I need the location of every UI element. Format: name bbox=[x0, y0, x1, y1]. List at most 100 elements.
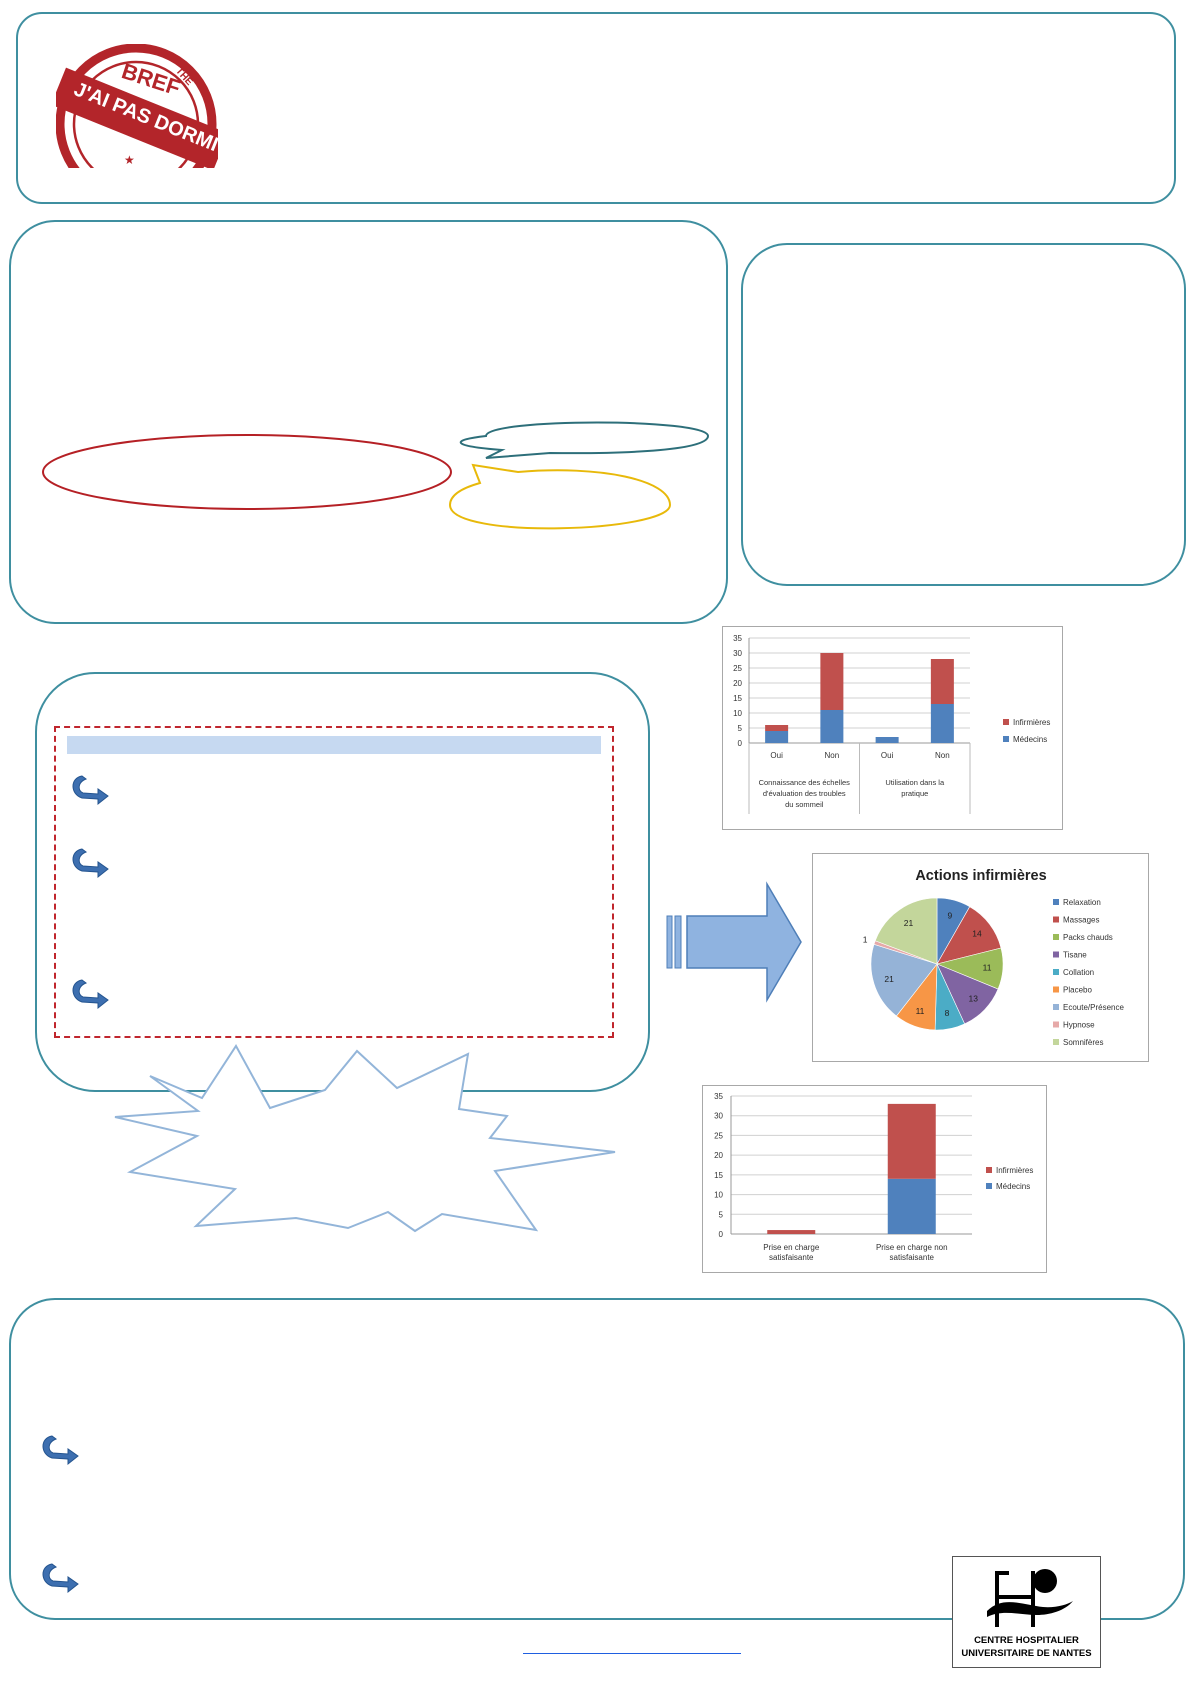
x-tick-label: Non bbox=[935, 751, 950, 760]
y-tick-label: 15 bbox=[714, 1171, 723, 1180]
curved-arrow-icon bbox=[72, 848, 109, 879]
x-tick-label: Prise en charge non bbox=[876, 1243, 948, 1252]
group-label: d'évaluation des troubles bbox=[763, 789, 846, 798]
curved-arrow-icon bbox=[42, 1563, 79, 1594]
bar-Médecins bbox=[765, 731, 789, 743]
legend-label: Placebo bbox=[1063, 986, 1092, 995]
legend-swatch bbox=[986, 1167, 992, 1173]
bar-Médecins bbox=[820, 710, 844, 743]
data-label: 21 bbox=[904, 918, 914, 928]
data-label: 14 bbox=[972, 929, 982, 939]
y-tick-label: 15 bbox=[733, 694, 742, 703]
legend-label: Tisane bbox=[1063, 951, 1087, 960]
curved-arrow-icon bbox=[72, 979, 109, 1010]
data-label: 21 bbox=[884, 974, 894, 984]
speech-bubble-yellow bbox=[448, 463, 672, 530]
legend-label: Infirmières bbox=[1013, 718, 1050, 727]
y-tick-label: 0 bbox=[719, 1230, 724, 1239]
legend-swatch bbox=[1053, 1021, 1059, 1028]
legend-swatch bbox=[1003, 719, 1009, 725]
y-tick-label: 5 bbox=[719, 1210, 724, 1219]
legend-label: Médecins bbox=[996, 1182, 1030, 1191]
x-tick-label: Non bbox=[825, 751, 840, 760]
legend-label: Infirmières bbox=[996, 1166, 1033, 1175]
data-label: 1 bbox=[863, 934, 868, 944]
legend-swatch bbox=[1053, 986, 1059, 993]
y-tick-label: 35 bbox=[733, 634, 742, 643]
bar-Infirmières bbox=[765, 725, 789, 731]
y-tick-label: 25 bbox=[733, 664, 742, 673]
bar-Infirmières bbox=[887, 1103, 936, 1179]
stamp-star: ★ bbox=[124, 153, 135, 167]
stamp-logo: BREF THE J'AI PAS DORMI ★ bbox=[56, 44, 218, 168]
group-label: Utilisation dans la bbox=[885, 778, 945, 787]
legend-swatch bbox=[1053, 934, 1059, 940]
legend-label: Packs chauds bbox=[1063, 933, 1113, 942]
legend-swatch bbox=[986, 1183, 992, 1189]
legend-label: Hypnose bbox=[1063, 1021, 1095, 1030]
y-tick-label: 25 bbox=[714, 1131, 723, 1140]
legend-label: Somnifères bbox=[1063, 1038, 1103, 1047]
footer-link-underline[interactable] bbox=[523, 1653, 741, 1654]
x-tick-label: Oui bbox=[881, 751, 894, 760]
logo-line2: UNIVERSITAIRE DE NANTES bbox=[961, 1648, 1092, 1659]
legend-label: Massages bbox=[1063, 916, 1099, 925]
red-ellipse bbox=[42, 434, 452, 510]
pie-slice-Somnifères bbox=[874, 897, 938, 965]
dashed-frame bbox=[54, 726, 614, 1038]
legend-swatch bbox=[1003, 736, 1009, 742]
speech-bubble-teal bbox=[460, 421, 710, 459]
x-tick-label: satisfaisante bbox=[890, 1253, 935, 1262]
y-tick-label: 30 bbox=[733, 649, 742, 658]
data-label: 8 bbox=[945, 1008, 950, 1018]
chart-title: Actions infirmières bbox=[915, 868, 1046, 884]
y-tick-label: 10 bbox=[733, 709, 742, 718]
chart-actions-infirmieres: Actions infirmières 9 14 11 13 8 11 21 1 21 Relaxa… bbox=[812, 853, 1149, 1062]
legend-label: Relaxation bbox=[1063, 898, 1101, 907]
y-tick-label: 5 bbox=[738, 724, 743, 733]
legend-swatch bbox=[1053, 969, 1059, 975]
legend-swatch bbox=[1053, 1039, 1059, 1045]
group-label: du sommeil bbox=[785, 800, 824, 809]
legend-swatch bbox=[1053, 899, 1059, 905]
y-tick-label: 10 bbox=[714, 1191, 723, 1200]
curved-arrow-icon bbox=[42, 1435, 79, 1466]
x-tick-label: satisfaisante bbox=[769, 1253, 814, 1262]
bar-Médecins bbox=[875, 737, 899, 743]
y-tick-label: 35 bbox=[714, 1092, 723, 1101]
chu-nantes-logo: CENTRE HOSPITALIER UNIVERSITAIRE DE NANT… bbox=[952, 1556, 1101, 1668]
legend-label: Ecoute/Présence bbox=[1063, 1003, 1124, 1012]
legend-swatch bbox=[1053, 951, 1059, 958]
y-tick-label: 20 bbox=[714, 1151, 723, 1160]
data-label: 9 bbox=[947, 911, 952, 921]
legend-label: Collation bbox=[1063, 968, 1094, 977]
legend-swatch bbox=[1053, 1004, 1059, 1010]
data-label: 13 bbox=[968, 994, 978, 1004]
objectives-panel bbox=[741, 243, 1186, 586]
data-label: 11 bbox=[916, 1006, 925, 1016]
explosion-burst bbox=[114, 1044, 616, 1233]
x-tick-label: Oui bbox=[770, 751, 783, 760]
y-tick-label: 0 bbox=[738, 739, 743, 748]
bar-Infirmières bbox=[820, 653, 844, 710]
bubbles-layer bbox=[42, 421, 710, 530]
bar-Médecins bbox=[887, 1178, 936, 1234]
data-label: 11 bbox=[983, 963, 992, 973]
pie-slice-Ecoute/Présence bbox=[870, 943, 938, 1017]
group-label: pratique bbox=[901, 789, 928, 798]
group-label: Connaissance des échelles bbox=[759, 778, 851, 787]
y-tick-label: 20 bbox=[733, 679, 742, 688]
logo-line1: CENTRE HOSPITALIER bbox=[974, 1635, 1079, 1646]
curved-arrow-icon bbox=[72, 775, 109, 806]
block-arrow-right bbox=[666, 881, 802, 1003]
legend-swatch bbox=[1053, 916, 1059, 923]
bar-Médecins bbox=[930, 704, 954, 743]
bar-Infirmières bbox=[767, 1230, 816, 1234]
chu-logo-mark bbox=[987, 1569, 1073, 1627]
bar-Infirmières bbox=[930, 659, 954, 704]
x-tick-label: Prise en charge bbox=[763, 1243, 820, 1252]
dashed-frame-header-bar bbox=[67, 736, 601, 754]
y-tick-label: 30 bbox=[714, 1112, 723, 1121]
